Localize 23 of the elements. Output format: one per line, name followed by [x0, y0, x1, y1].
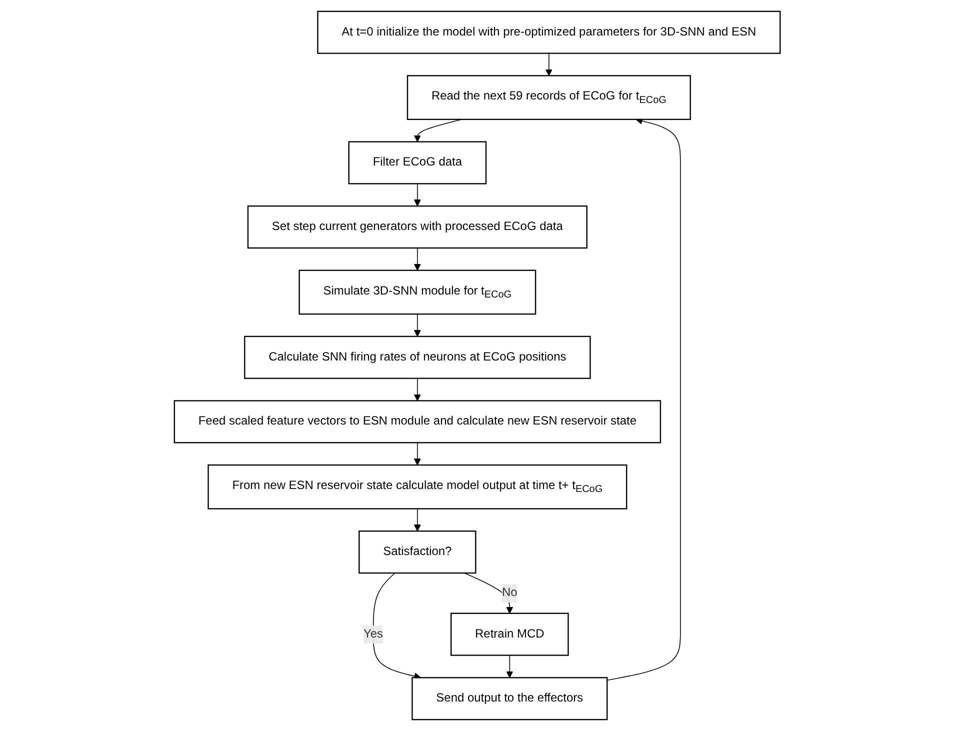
- arrow: [464, 572, 514, 614]
- arrow: [414, 508, 422, 532]
- node-box: Calculate SNN firing rates of neurons at ECoG positions: [244, 336, 592, 379]
- arrow: [414, 442, 422, 466]
- node-box: Retrain MCD: [450, 612, 570, 656]
- node-box: Feed scaled feature vectors to ESN module and calculate new ESN reservoir state: [174, 400, 662, 444]
- node-box: Read the next 59 records of ECoG for t$_{ECoG}$: [407, 75, 692, 120]
- node-box: From new ESN reservoir state calculate model output at time t+ t$_{ECoG}$: [208, 464, 628, 510]
- edge-label: Yes: [364, 626, 384, 641]
- arrow: [506, 654, 514, 678]
- arrow: [414, 183, 422, 206]
- arrow: [546, 52, 553, 76]
- node-box: At t=0 initialize the model with pre-optimized parameters for 3D-SNN and ESN: [317, 10, 781, 54]
- node-box: Satisfaction?: [358, 530, 477, 574]
- arrow: [414, 314, 422, 337]
- edge-label: No: [502, 586, 518, 600]
- node-box: Filter ECoG data: [348, 141, 487, 184]
- node-box: Set step current generators with processed ECoG data: [248, 205, 588, 249]
- node-box: Send output to the effectors: [412, 677, 608, 720]
- arrow: [606, 118, 682, 681]
- arrow: [414, 378, 422, 402]
- node-box: Simulate 3D-SNN module for t$_{ECoG}$: [298, 270, 536, 315]
- arrow: [414, 248, 422, 271]
